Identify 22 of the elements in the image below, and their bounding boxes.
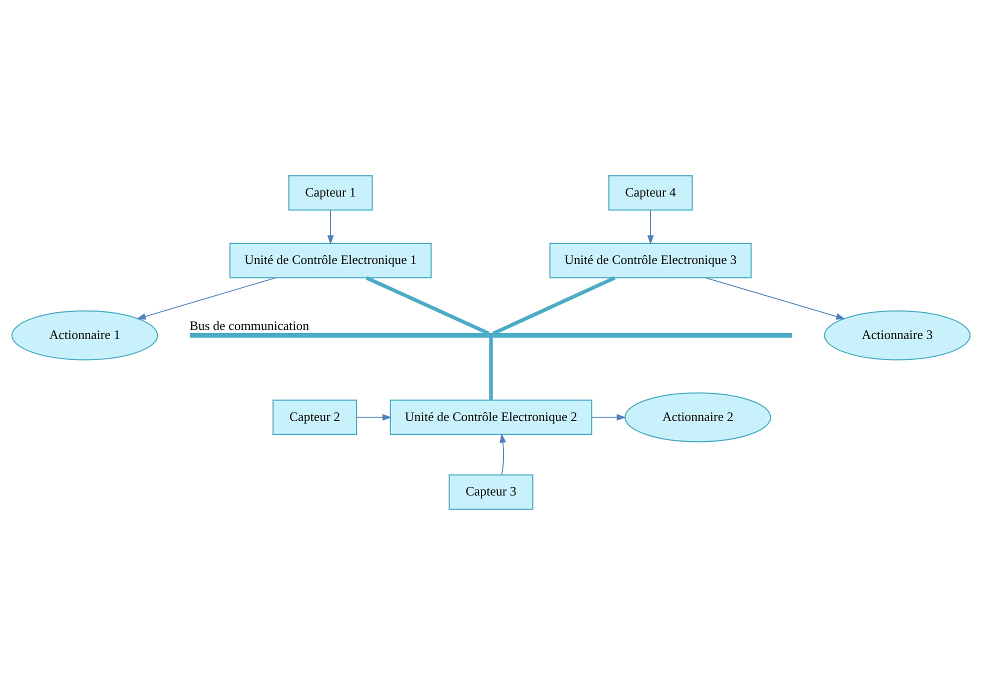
node-label: Bus de communication xyxy=(190,318,310,333)
node-box: Unité de Contrôle Electronique 2 xyxy=(390,399,592,435)
arrow xyxy=(356,414,392,420)
node-ellipse: Actionnaire 1 xyxy=(11,310,158,360)
node-bar xyxy=(190,332,792,338)
arrow xyxy=(500,432,506,475)
node-box: Capteur 2 xyxy=(272,399,358,435)
node-box: Unité de Contrôle Electronique 1 xyxy=(229,242,432,278)
node-box: Capteur 1 xyxy=(288,174,373,210)
arrow xyxy=(647,209,654,244)
node-box: Unité de Contrôle Electronique 3 xyxy=(549,242,752,278)
node-ellipse: Actionnaire 2 xyxy=(624,392,772,442)
arrow xyxy=(327,209,334,244)
arrow xyxy=(705,276,846,320)
node-box: Capteur 3 xyxy=(448,474,534,510)
arrow xyxy=(592,414,626,420)
connector xyxy=(489,336,493,400)
connector xyxy=(492,276,616,335)
connector xyxy=(366,276,490,335)
node-ellipse: Actionnaire 3 xyxy=(824,310,971,360)
node-box: Capteur 4 xyxy=(608,174,693,210)
arrow xyxy=(136,276,276,320)
